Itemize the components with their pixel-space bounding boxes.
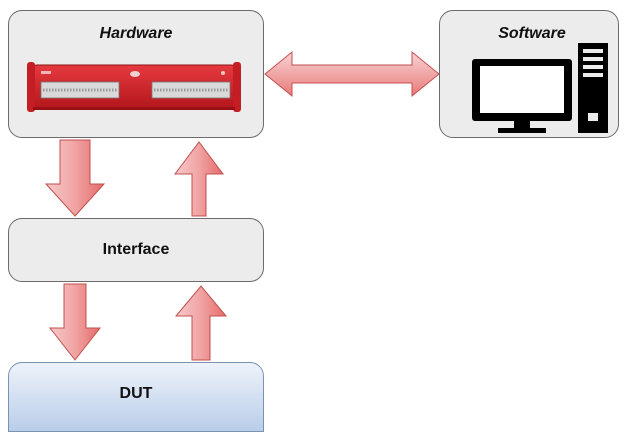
software-box: Software xyxy=(439,10,619,138)
hardware-box: Hardware xyxy=(8,10,264,138)
hardware-software-double-arrow xyxy=(264,50,440,98)
dut-label: DUT xyxy=(119,385,153,402)
daq-device-image xyxy=(27,62,241,112)
interface-label: Interface xyxy=(102,241,170,258)
dut-box: DUT xyxy=(8,362,264,432)
interface-box: Interface xyxy=(8,218,264,282)
desktop-computer-icon xyxy=(472,43,608,133)
interface-to-hardware-arrow xyxy=(174,141,224,217)
hardware-title: Hardware xyxy=(99,25,173,42)
hardware-to-interface-arrow xyxy=(44,139,106,217)
dut-to-interface-arrow xyxy=(174,285,228,361)
interface-to-dut-arrow xyxy=(48,283,102,361)
software-title: Software xyxy=(498,25,566,42)
